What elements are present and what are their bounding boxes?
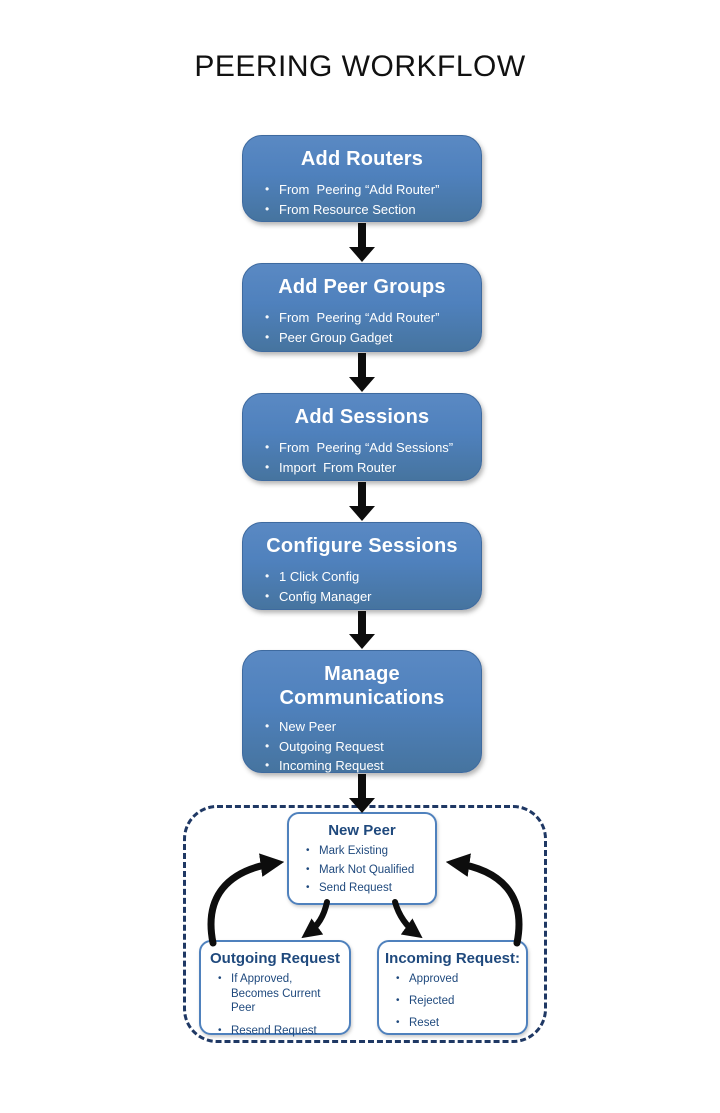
sub-box-bullet-list: If Approved, Becomes Current Peer Resend… bbox=[201, 972, 349, 1038]
bullet-item: Peer Group Gadget bbox=[265, 328, 473, 348]
bullet-item: If Approved, Becomes Current Peer bbox=[218, 972, 343, 1016]
flow-box-title: Add Sessions bbox=[294, 406, 430, 428]
bullet-item: From Resource Section bbox=[265, 200, 473, 220]
bullet-item: Reset bbox=[396, 1016, 520, 1031]
page-title: PEERING WORKFLOW bbox=[194, 50, 526, 83]
flow-arrow-down-2 bbox=[349, 353, 375, 392]
bullet-item: From Peering “Add Router” bbox=[265, 180, 473, 200]
bullet-item: New Peer bbox=[265, 717, 473, 737]
bullet-item: Mark Not Qualified bbox=[306, 863, 429, 878]
arrow-stem bbox=[358, 353, 366, 377]
flow-arrow-down-5 bbox=[349, 774, 375, 813]
flow-box-add-peer-groups: Add Peer Groups From Peering “Add Router… bbox=[242, 263, 482, 352]
sub-box-title: Incoming Request: bbox=[384, 950, 520, 967]
bullet-item: 1 Click Config bbox=[265, 567, 473, 587]
flow-arrow-down-4 bbox=[349, 611, 375, 649]
sub-box-new-peer: New Peer Mark Existing Mark Not Qualifie… bbox=[287, 812, 437, 905]
arrow-head-icon bbox=[349, 506, 375, 521]
bullet-item: Incoming Request bbox=[265, 756, 473, 776]
flow-box-title: Configure Sessions bbox=[266, 535, 458, 557]
arrow-stem bbox=[358, 223, 366, 247]
bullet-item: Mark Existing bbox=[306, 844, 429, 859]
flow-box-configure-sessions: Configure Sessions 1 Click Config Config… bbox=[242, 522, 482, 610]
bullet-item: From Peering “Add Sessions” bbox=[265, 438, 473, 458]
sub-box-title: New Peer bbox=[328, 822, 396, 839]
bullet-item: Approved bbox=[396, 972, 520, 987]
sub-box-bullet-list: Mark Existing Mark Not Qualified Send Re… bbox=[289, 844, 435, 896]
sub-box-incoming-request: Incoming Request: Approved Rejected Rese… bbox=[377, 940, 528, 1035]
flow-box-add-routers: Add Routers From Peering “Add Router” Fr… bbox=[242, 135, 482, 222]
sub-box-title: Outgoing Request bbox=[210, 950, 340, 967]
arrow-head-icon bbox=[349, 798, 375, 813]
flow-arrow-down-1 bbox=[349, 223, 375, 262]
flow-box-bullet-list: New Peer Outgoing Request Incoming Reque… bbox=[243, 717, 481, 776]
sub-box-outgoing-request: Outgoing Request If Approved, Becomes Cu… bbox=[199, 940, 351, 1038]
flow-box-title: Add Routers bbox=[300, 148, 424, 170]
flow-arrow-down-3 bbox=[349, 482, 375, 521]
bullet-item: Config Manager bbox=[265, 587, 473, 607]
bullet-item: Import From Router bbox=[265, 458, 473, 478]
flow-box-title: Add Peer Groups bbox=[278, 276, 446, 298]
flow-box-title: Manage Communications bbox=[279, 663, 445, 709]
bullet-item: Outgoing Request bbox=[265, 737, 473, 757]
arrow-head-icon bbox=[349, 634, 375, 649]
flow-box-bullet-list: From Peering “Add Sessions” Import From … bbox=[243, 438, 481, 477]
arrow-head-icon bbox=[349, 377, 375, 392]
arrow-stem bbox=[358, 611, 366, 634]
sub-box-bullet-list: Approved Rejected Reset bbox=[379, 972, 526, 1031]
flow-box-add-sessions: Add Sessions From Peering “Add Sessions”… bbox=[242, 393, 482, 481]
arrow-stem bbox=[358, 482, 366, 506]
arrow-stem bbox=[358, 774, 366, 798]
bullet-item: Resend Request bbox=[218, 1024, 343, 1039]
flow-box-bullet-list: 1 Click Config Config Manager bbox=[243, 567, 481, 606]
bullet-item: From Peering “Add Router” bbox=[265, 308, 473, 328]
flow-box-manage-communications: Manage Communications New Peer Outgoing … bbox=[242, 650, 482, 776]
bullet-item: Rejected bbox=[396, 994, 520, 1009]
bullet-item: Send Request bbox=[306, 881, 429, 896]
flow-box-bullet-list: From Peering “Add Router” From Resource … bbox=[243, 180, 481, 219]
arrow-head-icon bbox=[349, 247, 375, 262]
flow-box-bullet-list: From Peering “Add Router” Peer Group Gad… bbox=[243, 308, 481, 347]
